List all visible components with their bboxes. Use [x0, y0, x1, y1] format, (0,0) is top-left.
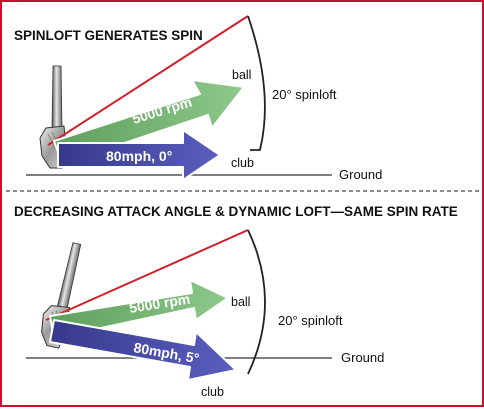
top-spinloft-arc — [247, 15, 266, 151]
bottom-ground-label: Ground — [341, 350, 384, 365]
top-ball-label: ball — [232, 68, 251, 82]
bottom-panel: DECREASING ATTACK ANGLE & DYNAMIC LOFT—S… — [14, 204, 458, 399]
bottom-ball-label: ball — [231, 295, 250, 309]
bottom-loft-line — [45, 229, 249, 321]
top-club-label: club — [231, 156, 254, 170]
top-spinloft-label: 20° spinloft — [272, 87, 337, 102]
top-blue-arrow-label: 80mph, 0° — [106, 148, 172, 164]
bottom-panel-heading: DECREASING ATTACK ANGLE & DYNAMIC LOFT—S… — [14, 204, 458, 219]
top-loft-line — [47, 15, 249, 146]
top-panel-heading: SPINLOFT GENERATES SPIN — [14, 28, 203, 43]
bottom-blue-arrow: 80mph, 5° — [49, 319, 237, 381]
bottom-club-label: club — [201, 385, 224, 399]
top-blue-arrow: 80mph, 0° — [57, 129, 221, 181]
bottom-spinloft-label: 20° spinloft — [278, 313, 343, 328]
top-ground-label: Ground — [339, 167, 382, 182]
bottom-spinloft-arc — [247, 229, 266, 375]
top-panel: SPINLOFT GENERATES SPIN Ground 5000 rpm … — [14, 15, 382, 182]
